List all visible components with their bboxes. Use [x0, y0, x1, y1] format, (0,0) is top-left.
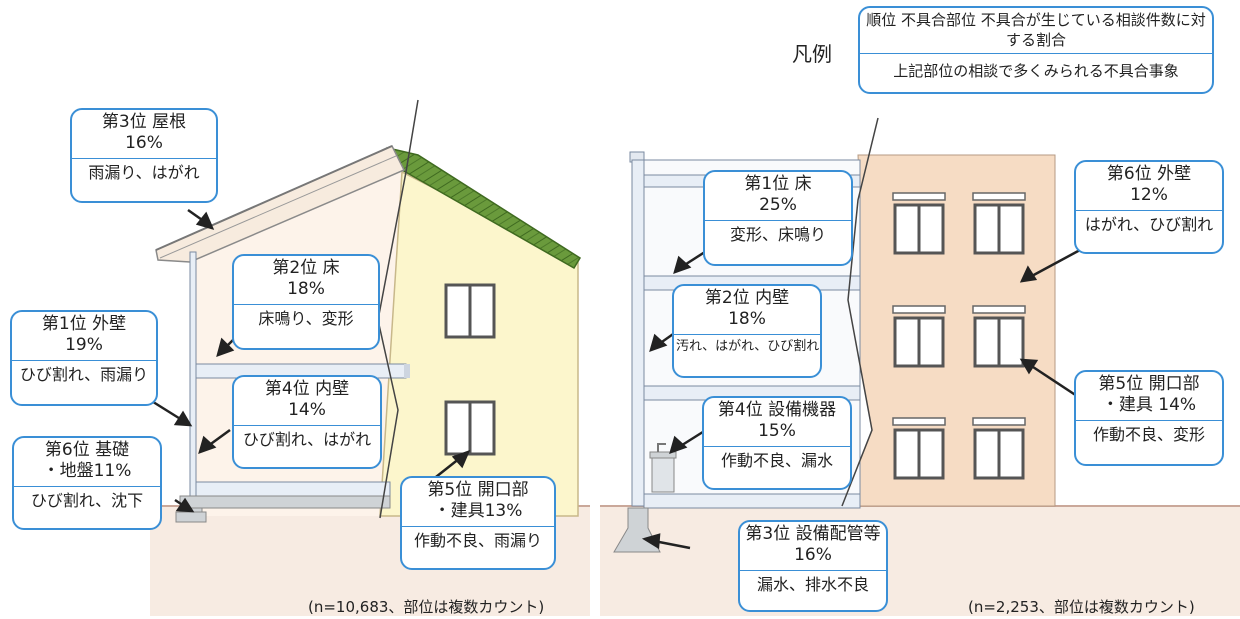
- callout-apt-openings: 第5位 開口部・建具 14% 作動不良、変形: [1074, 370, 1224, 466]
- callout-issues: 汚れ、はがれ、ひび割れ: [674, 333, 820, 359]
- legend-label: 凡例: [792, 42, 832, 66]
- callout-pct: 12%: [1130, 185, 1168, 206]
- callout-rank: 第2位 内壁: [704, 288, 790, 308]
- callout-issues: ひび割れ、はがれ: [234, 424, 380, 454]
- callout-issues: ひび割れ、沈下: [14, 485, 160, 515]
- callout-issues: 作動不良、雨漏り: [402, 525, 554, 555]
- callout-issues: 作動不良、漏水: [704, 445, 850, 475]
- callout-pct: 18%: [287, 279, 325, 300]
- callout-pct: 25%: [759, 195, 797, 216]
- callout-pct: 14%: [288, 400, 326, 421]
- callout-pct: 16%: [125, 133, 163, 154]
- callout-rank: 第1位 床: [744, 174, 812, 194]
- apartment-sample-note: (n=2,253、部位は複数カウント): [968, 598, 1195, 616]
- legend-ratio-line: 不具合が生じている相談件数に対する割合: [980, 11, 1206, 49]
- callout-issues: 作動不良、変形: [1076, 419, 1222, 449]
- house-sample-note: (n=10,683、部位は複数カウント): [308, 598, 545, 616]
- legend-box: 順位 不具合部位 不具合が生じている相談件数に対する割合 上記部位の相談で多くみ…: [858, 6, 1214, 94]
- callout-rank: 第2位 床: [272, 258, 340, 278]
- callout-rank: 第3位 屋根: [101, 112, 187, 132]
- callout-pct: ・建具 14%: [1101, 395, 1197, 416]
- callout-rank: 第1位 外壁: [41, 314, 127, 334]
- callout-rank: 第5位 開口部: [427, 480, 529, 500]
- callout-rank: 第4位 内壁: [264, 379, 350, 399]
- callout-rank: 第6位 外壁: [1106, 164, 1192, 184]
- callout-house-openings: 第5位 開口部・建具13% 作動不良、雨漏り: [400, 476, 556, 570]
- callout-issues: はがれ、ひび割れ: [1076, 209, 1222, 239]
- callout-rank: 第5位 開口部: [1098, 374, 1200, 394]
- legend-rank-line: 順位 不具合部位: [866, 11, 976, 29]
- callout-pct: 16%: [794, 545, 832, 566]
- callout-pct: 18%: [728, 309, 766, 330]
- callout-issues: 床鳴り、変形: [234, 303, 378, 333]
- callout-pct: 19%: [65, 335, 103, 356]
- callout-pct: ・地盤11%: [42, 461, 132, 482]
- callout-issues: 変形、床鳴り: [705, 219, 851, 249]
- legend-issues-line: 上記部位の相談で多くみられる不具合事象: [860, 53, 1212, 87]
- callout-issues: 漏水、排水不良: [740, 569, 886, 599]
- callout-pct: 15%: [758, 421, 796, 442]
- ground-apartment: [600, 506, 1240, 616]
- callout-house-foundation: 第6位 基礎・地盤11% ひび割れ、沈下: [12, 436, 162, 530]
- callout-issues: ひび割れ、雨漏り: [12, 359, 156, 389]
- callout-pct: ・建具13%: [433, 501, 523, 522]
- callout-issues: 雨漏り、はがれ: [72, 157, 216, 187]
- callout-rank: 第4位 設備機器: [717, 400, 837, 420]
- callout-rank: 第3位 設備配管等: [745, 524, 881, 544]
- callout-rank: 第6位 基礎: [44, 440, 130, 460]
